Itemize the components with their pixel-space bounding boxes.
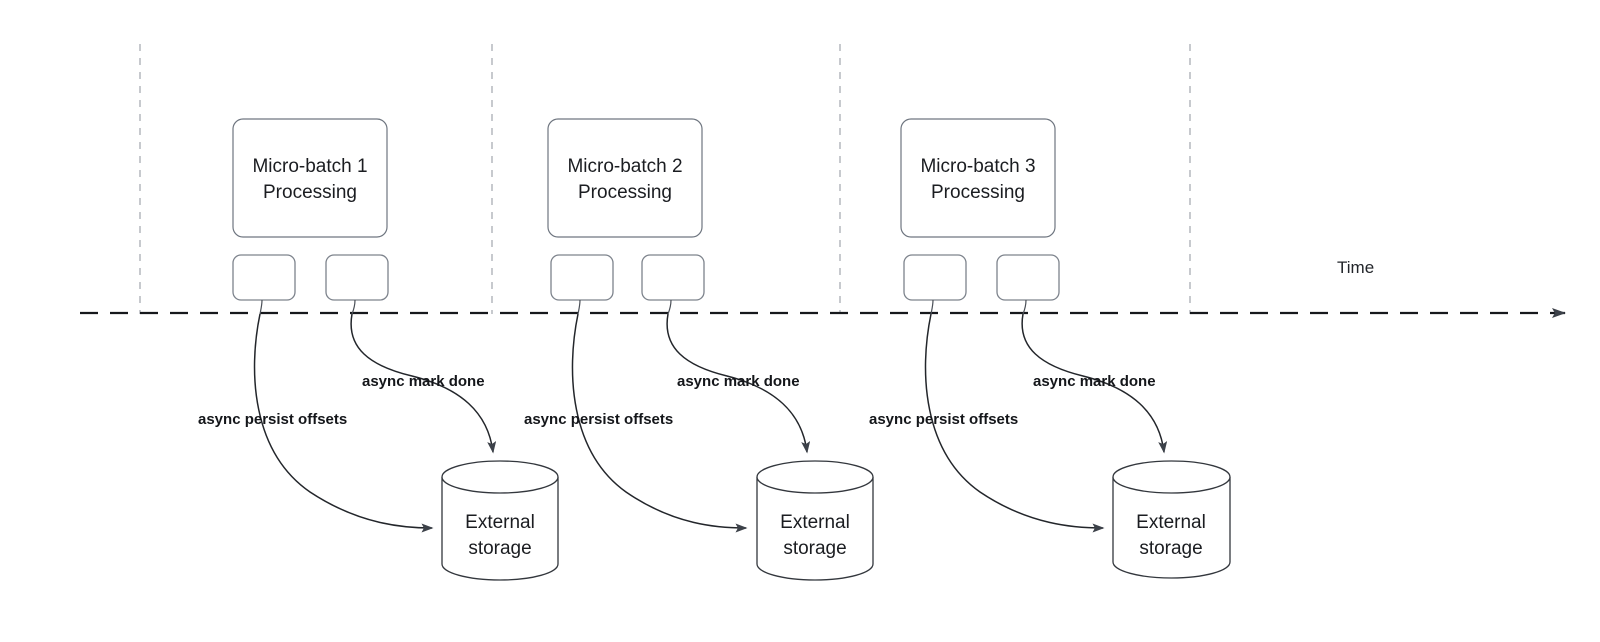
micro-batch-3-box[interactable]: [900, 118, 1056, 238]
external-storage-1-label-line2: storage: [468, 538, 531, 559]
micro-batch-1-persist-stem: [259, 299, 263, 315]
micro-batch-1-mark-done-label: async mark done: [362, 373, 485, 390]
external-storage-3[interactable]: External storage: [1112, 460, 1231, 579]
micro-batch-1-label-line1: Micro-batch 1: [252, 156, 367, 177]
external-storage-1-label-line1: External: [465, 512, 535, 533]
micro-batch-2-mark-done-stem: [667, 299, 672, 315]
micro-batch-1-mark-done-stem: [351, 299, 356, 315]
micro-batch-3-persist-offsets-label: async persist offsets: [869, 411, 1018, 428]
micro-batch-2-mark-done-label: async mark done: [677, 373, 800, 390]
micro-batch-2-persist-offsets-arrow: [571, 313, 748, 533]
micro-batch-1-persist-task-box[interactable]: [232, 254, 296, 301]
external-storage-2-label-line2: storage: [783, 538, 846, 559]
micro-batch-2-mark-done-task-box[interactable]: [641, 254, 705, 301]
micro-batch-3-mark-done-arrow: [1021, 313, 1168, 454]
micro-batch-3-mark-done-stem: [1022, 299, 1027, 315]
micro-batch-1-persist-offsets-label: async persist offsets: [198, 411, 347, 428]
external-storage-3-label-line2: storage: [1139, 538, 1202, 559]
micro-batch-2-persist-offsets-label: async persist offsets: [524, 411, 673, 428]
micro-batch-1-label-line2: Processing: [263, 182, 357, 203]
external-storage-2-label-line1: External: [780, 512, 850, 533]
micro-batch-3-mark-done-task-box[interactable]: [996, 254, 1060, 301]
micro-batch-2-box[interactable]: [547, 118, 703, 238]
external-storage-3-label-line1: External: [1136, 512, 1206, 533]
micro-batch-group-3: Micro-batch 3 Processing async mark done…: [869, 118, 1231, 579]
micro-batch-3-mark-done-label: async mark done: [1033, 373, 1156, 390]
micro-batch-1-persist-offsets-arrow: [253, 313, 434, 533]
external-storage-1[interactable]: External storage: [441, 460, 559, 581]
micro-batch-2-mark-done-arrow: [666, 313, 811, 454]
micro-batch-3-label-line1: Micro-batch 3: [920, 156, 1035, 177]
micro-batch-2-label-line1: Micro-batch 2: [567, 156, 682, 177]
micro-batch-1-mark-done-arrow: [350, 313, 497, 454]
micro-batch-2-persist-task-box[interactable]: [550, 254, 614, 301]
time-axis-label: Time: [1337, 258, 1374, 277]
micro-batch-2-persist-stem: [577, 299, 581, 315]
micro-batch-3-persist-task-box[interactable]: [903, 254, 967, 301]
micro-batch-group-2: Micro-batch 2 Processing async mark done…: [524, 118, 874, 581]
micro-batch-3-persist-offsets-arrow: [924, 313, 1105, 533]
micro-batch-2-label-line2: Processing: [578, 182, 672, 203]
micro-batch-3-persist-stem: [930, 299, 934, 315]
micro-batch-1-box[interactable]: [232, 118, 388, 238]
external-storage-2[interactable]: External storage: [756, 460, 874, 581]
micro-batch-3-label-line2: Processing: [931, 182, 1025, 203]
gridlines: [139, 44, 1191, 314]
micro-batch-group-1: Micro-batch 1 Processing async mark done…: [198, 118, 559, 581]
micro-batch-1-mark-done-task-box[interactable]: [325, 254, 389, 301]
